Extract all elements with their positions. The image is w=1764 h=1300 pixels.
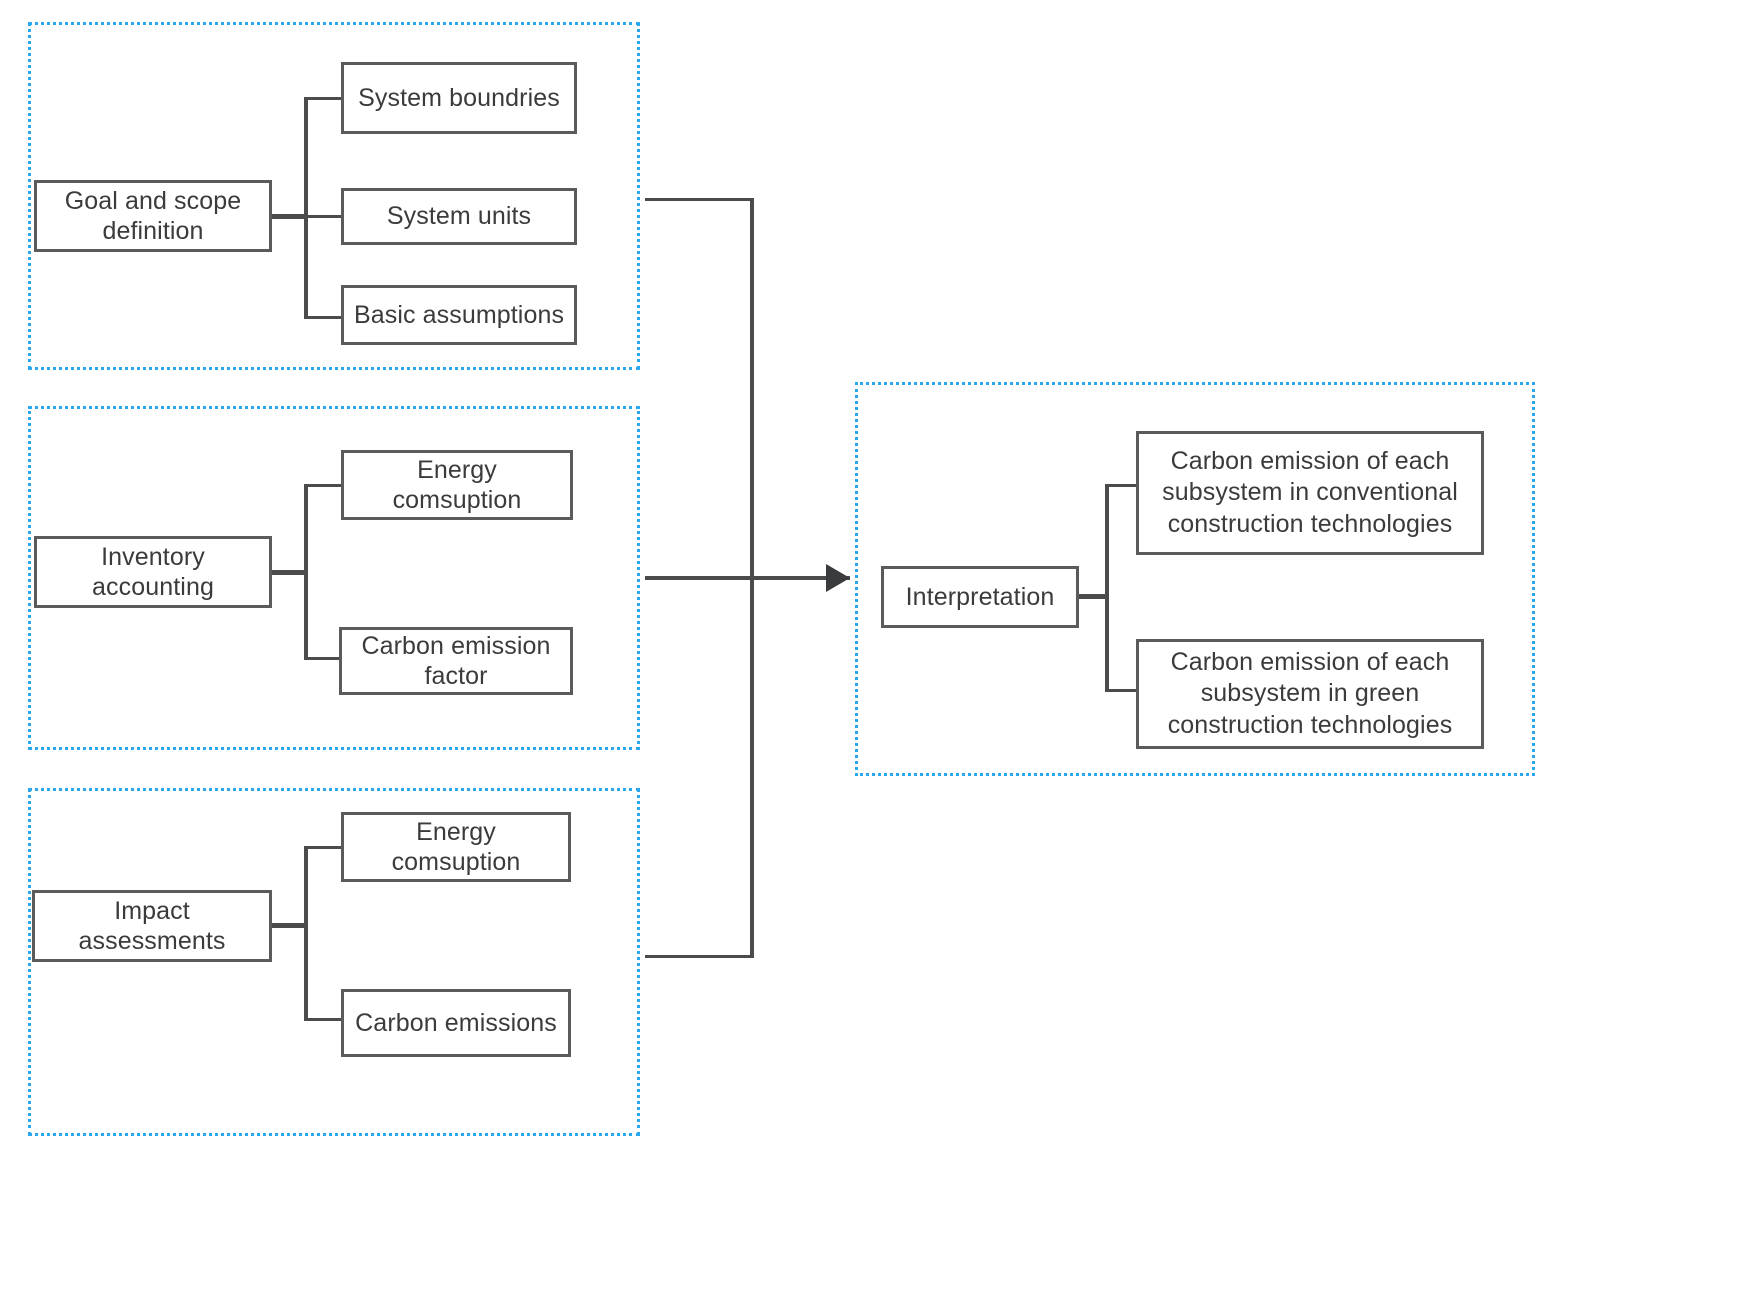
connector-group3-exit [645,955,753,958]
connector-trunk-to-interpretation [645,576,850,580]
node-system-units[interactable]: System units [341,188,577,245]
connector-inventory-stem [271,570,307,575]
group-inventory-accounting [28,406,640,750]
connector-goal-stem [271,214,307,219]
node-green-construction-result[interactable]: Carbon emission of each subsystem in gre… [1136,639,1484,749]
connector-impact-spine [304,846,308,1021]
connector-goal-to-system-boundries [304,97,344,100]
connector-interpretation-to-green [1105,689,1141,692]
node-inventory-accounting[interactable]: Inventory accounting [34,536,272,608]
node-goal-and-scope-definition[interactable]: Goal and scope definition [34,180,272,252]
connector-impact-to-energy [304,846,344,849]
connector-inventory-to-factor [304,657,342,660]
connector-interpretation-spine [1105,484,1109,692]
node-conventional-construction-result[interactable]: Carbon emission of each subsystem in con… [1136,431,1484,555]
connector-impact-to-emissions [304,1018,344,1021]
node-impact-assessments[interactable]: Impact assessments [32,890,272,962]
node-system-boundries[interactable]: System boundries [341,62,577,134]
connector-group1-exit [645,198,753,201]
node-carbon-emission-factor[interactable]: Carbon emission factor [339,627,573,695]
connector-goal-to-basic-assumptions [304,316,344,319]
arrow-head-to-interpretation [826,564,850,592]
node-interpretation[interactable]: Interpretation [881,566,1079,628]
connector-inventory-spine [304,484,308,660]
node-basic-assumptions[interactable]: Basic assumptions [341,285,577,345]
connector-impact-stem [271,923,307,928]
connector-inventory-to-energy [304,484,344,487]
connector-goal-to-system-units [304,215,344,218]
group-impact-assessments [28,788,640,1136]
connector-goal-spine [304,97,308,319]
node-carbon-emissions[interactable]: Carbon emissions [341,989,571,1057]
group-interpretation [855,382,1535,776]
connector-interpretation-stem [1078,594,1108,599]
node-impact-energy-comsuption[interactable]: Energy comsuption [341,812,571,882]
node-inventory-energy-comsuption[interactable]: Energy comsuption [341,450,573,520]
connector-interpretation-to-conventional [1105,484,1141,487]
group-goal-and-scope [28,22,640,370]
